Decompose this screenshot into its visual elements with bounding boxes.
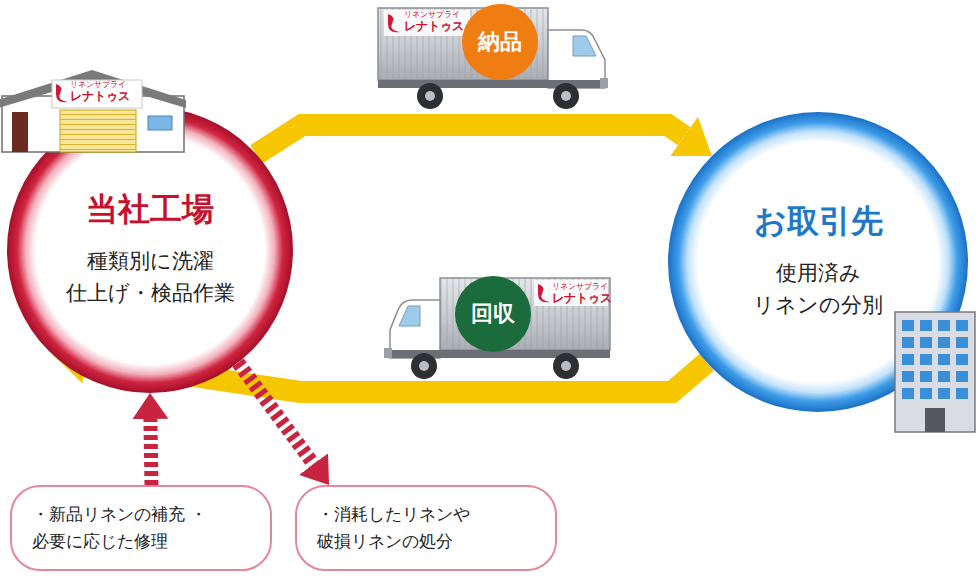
factory-circle: 当社工場種類別に洗濯 仕上げ・検品作業 xyxy=(7,107,293,393)
circle-shape xyxy=(455,276,531,352)
logo-text: レナトゥス xyxy=(404,20,464,33)
circle-heading: 回収 xyxy=(471,301,515,327)
window xyxy=(920,371,932,382)
window xyxy=(956,371,968,382)
window xyxy=(920,354,932,365)
window xyxy=(956,320,968,331)
striped-arrow xyxy=(238,363,313,464)
circle-heading: お取引先 xyxy=(754,202,883,240)
window xyxy=(956,388,968,399)
client-building xyxy=(895,312,975,432)
circle-heading: 納品 xyxy=(478,29,522,55)
circle-shape xyxy=(668,112,968,412)
circle-shape xyxy=(462,4,538,80)
circle-body: 種類別に洗濯 仕上げ・検品作業 xyxy=(45,245,255,310)
collection-badge: 回収 xyxy=(455,276,531,352)
logo-text: レナトゥス xyxy=(70,90,130,103)
door xyxy=(925,408,945,432)
note-text: ・消耗したリネンや 破損リネンの処分 xyxy=(317,501,535,555)
note-text: ・新品リネンの補充 ・必要に応じた修理 xyxy=(32,501,250,555)
window xyxy=(920,320,932,331)
circle-shape xyxy=(7,107,293,393)
window xyxy=(956,354,968,365)
window xyxy=(938,388,950,399)
flow-arrow xyxy=(256,125,684,154)
logo-subtext: リネンサプライ xyxy=(404,11,460,19)
logo-subtext: リネンサプライ xyxy=(70,81,126,89)
note-box: ・新品リネンの補充 ・必要に応じた修理 xyxy=(10,485,272,571)
window xyxy=(902,388,914,399)
circle-body: 使用済み リネンの分別 xyxy=(713,257,923,322)
striped-arrow xyxy=(150,419,151,485)
window xyxy=(902,320,914,331)
logo-text: レナトゥス xyxy=(552,292,612,305)
window xyxy=(938,354,950,365)
window xyxy=(920,337,932,348)
window xyxy=(920,388,932,399)
note-box: ・消耗したリネンや 破損リネンの処分 xyxy=(295,485,557,571)
logo-subtext: リネンサプライ xyxy=(552,283,608,291)
circle-heading: 当社工場 xyxy=(86,190,214,228)
window xyxy=(938,371,950,382)
window xyxy=(902,354,914,365)
window xyxy=(938,337,950,348)
window xyxy=(956,337,968,348)
factory-building xyxy=(0,70,186,152)
window xyxy=(938,320,950,331)
window xyxy=(902,337,914,348)
window xyxy=(902,371,914,382)
client-circle: お取引先使用済み リネンの分別 xyxy=(668,112,968,412)
delivery-badge: 納品 xyxy=(462,4,538,80)
